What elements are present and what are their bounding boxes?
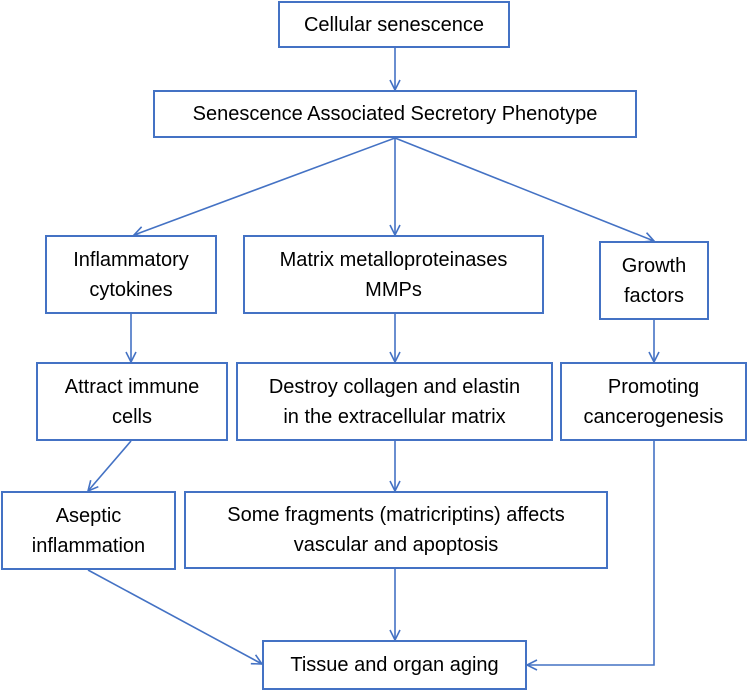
- node-attract-immune-cells-line-2: cells: [111, 405, 152, 428]
- node-growth-factors-line-2: factors: [623, 284, 685, 307]
- node-promoting-cancerogenesis-line-2: cancerogenesis: [583, 405, 724, 428]
- node-mmps-line-1: Matrix metalloproteinases: [279, 248, 508, 271]
- node-cellular-senescence: Cellular senescence: [278, 1, 510, 48]
- node-aseptic-inflammation: Aseptic inflammation: [1, 491, 176, 570]
- node-matricriptins-line-2: vascular and apoptosis: [293, 534, 499, 556]
- node-tissue-organ-aging-line-1: Tissue and organ aging: [290, 654, 499, 676]
- node-inflammatory-cytokines-line-1: Inflammatory: [73, 248, 189, 271]
- arrow-aseptic-inflammation-to-tissue-organ-aging: [87, 569, 262, 664]
- node-inflammatory-cytokines-line-2: cytokines: [89, 278, 173, 301]
- node-tissue-organ-aging: Tissue and organ aging: [262, 640, 527, 690]
- node-sasp-line-1: Senescence Associated Secretory Phenotyp…: [192, 103, 598, 125]
- node-matricriptins-line-1: Some fragments (matricriptins) affects: [227, 504, 565, 526]
- node-matricriptins: Some fragments (matricriptins) affects v…: [184, 491, 608, 569]
- node-destroy-collagen-line-2: in the extracellular matrix: [283, 405, 506, 428]
- arrow-promoting-cancerogenesis-to-tissue-organ-aging: [527, 441, 655, 665]
- node-promoting-cancerogenesis-line-1: Promoting: [607, 375, 700, 398]
- node-aseptic-inflammation-line-2: inflammation: [31, 534, 146, 557]
- node-growth-factors-line-1: Growth: [621, 254, 687, 277]
- node-destroy-collagen: Destroy collagen and elastin in the extr…: [236, 362, 553, 441]
- node-growth-factors: Growth factors: [599, 241, 709, 320]
- arrow-attract-immune-cells-to-aseptic-inflammation: [88, 440, 132, 491]
- arrow-sasp-to-inflammatory-cytokines: [134, 137, 396, 235]
- node-attract-immune-cells: Attract immune cells: [36, 362, 228, 441]
- node-attract-immune-cells-line-1: Attract immune: [64, 375, 200, 398]
- node-mmps: Matrix metalloproteinases MMPs: [243, 235, 544, 314]
- node-mmps-line-2: MMPs: [365, 278, 422, 301]
- node-aseptic-inflammation-line-1: Aseptic: [55, 504, 122, 527]
- node-cellular-senescence-line-1: Cellular senescence: [303, 13, 485, 36]
- node-promoting-cancerogenesis: Promoting cancerogenesis: [560, 362, 747, 441]
- node-sasp: Senescence Associated Secretory Phenotyp…: [153, 90, 637, 138]
- node-destroy-collagen-line-1: Destroy collagen and elastin: [268, 375, 521, 398]
- node-inflammatory-cytokines: Inflammatory cytokines: [45, 235, 217, 314]
- arrow-sasp-to-growth-factors: [394, 137, 654, 241]
